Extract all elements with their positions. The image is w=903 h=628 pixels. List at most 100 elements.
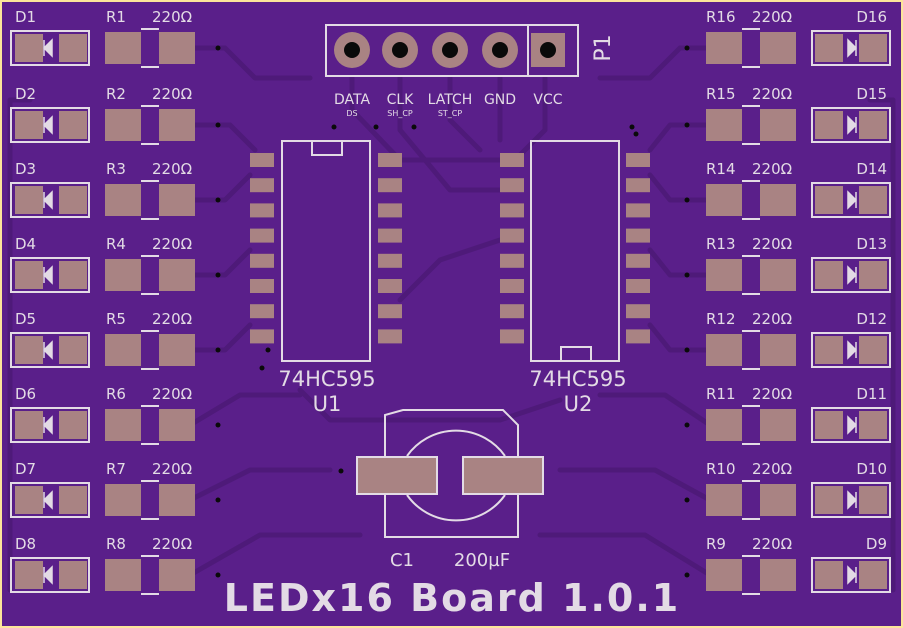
ic-pad <box>250 203 274 218</box>
led-outline <box>10 407 90 443</box>
resistor-label: R4 <box>106 235 126 253</box>
connector-pin-sublabel: DS <box>346 109 357 118</box>
resistor-pad-b <box>760 32 796 64</box>
resistor-pad-a <box>706 409 742 441</box>
ic-pad <box>250 329 274 344</box>
ic-pad <box>500 329 524 344</box>
led-pad-cathode <box>815 111 843 139</box>
via <box>215 45 221 51</box>
resistor-value: 220Ω <box>752 310 792 328</box>
resistor-pad-b <box>159 484 195 516</box>
resistor-outline <box>742 180 760 220</box>
via <box>331 124 337 130</box>
resistor-pad-b <box>159 32 195 64</box>
resistor-outline <box>141 105 159 145</box>
led-pad-anode <box>859 186 887 214</box>
led-outline <box>10 557 90 593</box>
connector-pin-label: LATCH <box>428 92 473 108</box>
ic-pad <box>500 153 524 167</box>
via <box>373 124 379 130</box>
led-pad-cathode <box>815 411 843 439</box>
resistor-pad-a <box>105 184 141 216</box>
connector-drill-hole <box>540 42 556 58</box>
led-outline <box>811 407 891 443</box>
resistor-pad-a <box>105 259 141 291</box>
led-label: D13 <box>856 235 887 253</box>
led-polarity-icon <box>847 490 858 510</box>
ic-pad <box>626 304 650 319</box>
led-outline <box>811 482 891 518</box>
via <box>684 422 690 428</box>
connector-pin-label: DATA <box>334 92 370 108</box>
ic-u1-value: 74HC595 <box>278 367 375 391</box>
capacitor-circle <box>406 429 506 522</box>
ic-pad <box>626 153 650 167</box>
ic-pad <box>378 304 402 319</box>
ic-pad <box>250 228 274 243</box>
resistor-value: 220Ω <box>152 235 192 253</box>
connector-pin-label: VCC <box>533 92 562 108</box>
led-polarity-icon <box>42 115 53 135</box>
led-pad-cathode <box>59 34 87 62</box>
led-polarity-icon <box>42 190 53 210</box>
led-label: D3 <box>15 160 36 178</box>
led-pad-cathode <box>59 186 87 214</box>
ic-pad <box>500 279 524 293</box>
capacitor-pad-negative <box>462 456 544 495</box>
led-pad-anode <box>15 411 43 439</box>
ic-u2-value: 74HC595 <box>529 367 626 391</box>
via <box>684 122 690 128</box>
led-outline <box>811 107 891 143</box>
connector-drill-hole <box>344 42 360 58</box>
ic-pad <box>378 279 402 293</box>
resistor-pad-b <box>159 559 195 591</box>
connector-pin-label: CLK <box>387 92 415 108</box>
resistor-value: 220Ω <box>752 385 792 403</box>
resistor-pad-b <box>760 259 796 291</box>
capacitor-pad-positive <box>356 456 438 495</box>
ic-pad <box>626 253 650 268</box>
resistor-value: 220Ω <box>752 235 792 253</box>
led-pad-cathode <box>815 336 843 364</box>
led-polarity-icon <box>42 415 53 435</box>
led-pad-anode <box>859 261 887 289</box>
led-pad-cathode <box>59 561 87 589</box>
resistor-value: 220Ω <box>152 85 192 103</box>
resistor-pad-a <box>706 32 742 64</box>
ic-pad <box>500 304 524 319</box>
ic-pad <box>250 253 274 268</box>
led-pad-anode <box>859 111 887 139</box>
via <box>215 572 221 578</box>
led-pad-anode <box>15 111 43 139</box>
via <box>684 497 690 503</box>
ic-pad <box>378 153 402 167</box>
connector-outline <box>325 24 529 77</box>
ic-u2-ref: U2 <box>564 392 593 416</box>
led-pad-cathode <box>815 261 843 289</box>
led-polarity-icon <box>847 340 858 360</box>
led-label: D7 <box>15 460 36 478</box>
led-label: D5 <box>15 310 36 328</box>
connector-drill-hole <box>392 42 408 58</box>
resistor-pad-b <box>159 184 195 216</box>
via <box>684 572 690 578</box>
led-pad-cathode <box>815 186 843 214</box>
capacitor-outline <box>384 409 519 456</box>
led-pad-cathode <box>59 336 87 364</box>
led-polarity-icon <box>847 38 858 58</box>
resistor-value: 220Ω <box>752 535 792 553</box>
led-outline <box>811 332 891 368</box>
ic-pad <box>378 203 402 218</box>
resistor-outline <box>742 105 760 145</box>
resistor-pad-a <box>105 32 141 64</box>
led-outline <box>10 482 90 518</box>
via <box>684 45 690 51</box>
via <box>684 197 690 203</box>
resistor-label: R16 <box>706 8 736 26</box>
